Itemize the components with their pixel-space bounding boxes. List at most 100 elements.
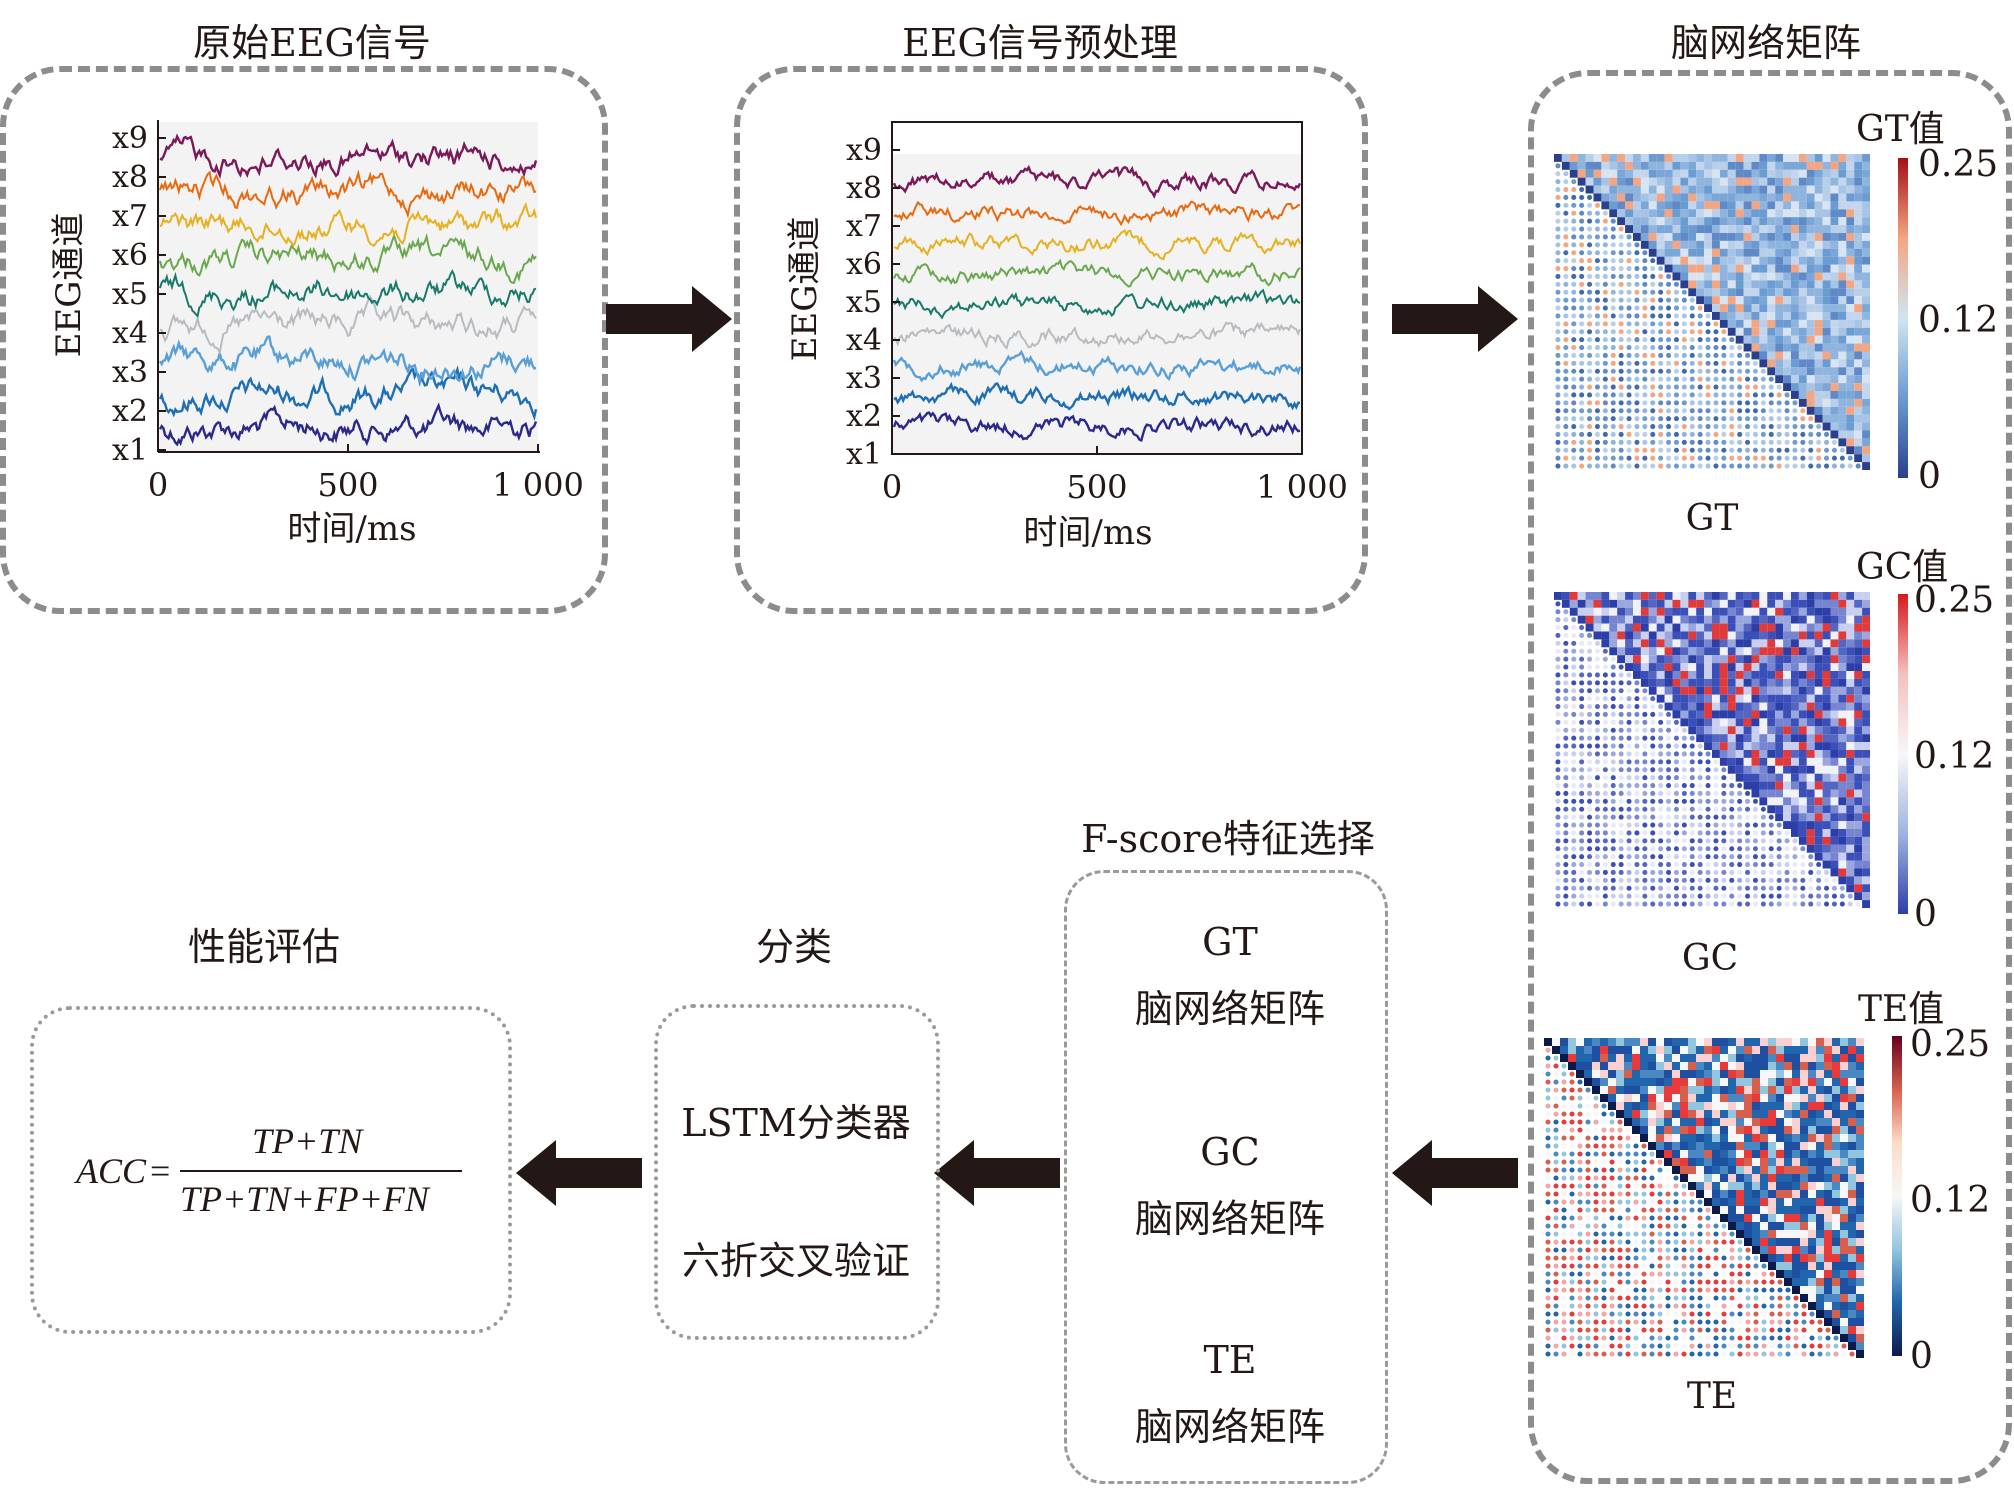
mat-gc-cell (1743, 734, 1752, 743)
mat-gc-cell (1571, 688, 1577, 694)
mat-gc-cell (1618, 783, 1624, 789)
mat-gc-cell (1587, 711, 1593, 717)
mat-te-cell (1832, 1182, 1840, 1190)
mat-gt-cell (1776, 416, 1782, 422)
mat-te-cell (1673, 1255, 1679, 1261)
mat-gt-cell (1822, 154, 1831, 162)
mat-gt-cell (1847, 455, 1853, 461)
mat-te-cell (1808, 1294, 1816, 1302)
mat-gc-cell (1798, 797, 1807, 806)
brain-network-title: 脑网络矩阵 (1670, 21, 1862, 65)
mat-te-cell (1681, 1199, 1687, 1205)
mat-gt-cell (1775, 335, 1784, 344)
mat-te-cell (1760, 1054, 1768, 1062)
mat-gc-cell (1735, 599, 1744, 608)
mat-gt-cell (1626, 329, 1632, 335)
mat-gc-cell (1830, 868, 1839, 877)
mat-gc-cell (1713, 862, 1719, 868)
mat-gt-cell (1759, 312, 1768, 320)
mat-te-cell (1632, 1086, 1640, 1094)
mat-te-cell (1768, 1070, 1776, 1078)
mat-gt-cell (1555, 210, 1561, 216)
mat-gt-cell (1838, 383, 1847, 391)
mat-te-cell (1728, 1174, 1736, 1182)
mat-gc-cell (1579, 625, 1585, 631)
mat-te-cell (1553, 1239, 1559, 1245)
mat-gc-cell (1648, 623, 1657, 632)
p2-series-trace-9 (892, 164, 1302, 199)
mat-gc-cell (1587, 798, 1593, 804)
mat-gt-cell (1776, 447, 1782, 453)
mat-te-cell (1776, 1102, 1784, 1110)
mat-gt-cell (1626, 289, 1632, 295)
mat-te-cell (1665, 1199, 1671, 1205)
mat-gc-cell (1610, 783, 1616, 789)
mat-gt-cell (1563, 234, 1569, 240)
mat-te-cell (1640, 1134, 1648, 1142)
mat-gc-cell (1822, 599, 1831, 608)
mat-te-cell (1689, 1287, 1695, 1293)
mat-gc-cell (1721, 893, 1727, 899)
mat-gt-cell (1854, 185, 1863, 194)
mat-gc-cell (1634, 727, 1640, 733)
mat-gt-cell (1571, 297, 1577, 303)
mat-gt-cell (1735, 209, 1744, 218)
mat-gc-cell (1737, 885, 1743, 891)
mat-gt-cell (1830, 225, 1839, 233)
mat-te-cell (1761, 1279, 1767, 1285)
mat-gt-cell (1705, 455, 1711, 461)
mat-gt-cell (1727, 304, 1736, 312)
evaluate-title: 性能评估 (187, 925, 341, 969)
mat-gc-cell (1602, 877, 1608, 883)
mat-te-cell (1705, 1247, 1711, 1253)
mat-gt-cell (1689, 408, 1695, 414)
mat-te-cell (1624, 1054, 1632, 1062)
mat-gt-cell (1658, 368, 1664, 374)
mat-te-cell (1601, 1231, 1607, 1237)
mat-gc-cell (1862, 726, 1870, 735)
mat-gt-cell (1846, 233, 1855, 241)
mat-gc-cell (1824, 901, 1830, 907)
mat-gt-cell (1743, 327, 1752, 336)
mat-te-cell (1561, 1319, 1567, 1325)
mat-te-cell (1673, 1303, 1679, 1309)
mat-gc-cell (1822, 781, 1831, 790)
mat-gc-cell (1712, 671, 1720, 679)
mat-gc-cell (1656, 615, 1665, 624)
mat-gt-cell (1672, 272, 1681, 281)
mat-gc-cell (1579, 640, 1585, 646)
mat-te-cell (1800, 1294, 1808, 1302)
mat-gc-cell (1626, 846, 1632, 852)
mat-gt-cell (1791, 351, 1799, 360)
mat-te-cell (1672, 1126, 1680, 1134)
mat-gt-cell (1650, 392, 1656, 398)
mat-te-cell (1673, 1239, 1679, 1245)
mat-gc-cell (1806, 639, 1815, 648)
mat-gc-cell (1719, 647, 1728, 656)
mat-te-cell (1704, 1054, 1712, 1062)
mat-gt-cell (1798, 161, 1807, 170)
mat-gc-cell (1767, 694, 1776, 703)
mat-gc-cell (1610, 759, 1616, 765)
mat-gt-cell (1767, 304, 1776, 312)
mat-te-cell (1593, 1335, 1599, 1341)
mat-te-cell (1856, 1310, 1864, 1318)
mat-gc-cell (1696, 615, 1705, 624)
mat-gc-cell (1555, 838, 1561, 844)
mat-gc-cell (1587, 688, 1593, 694)
mat-gt-cell (1713, 376, 1719, 382)
mat-te-cell (1736, 1198, 1744, 1206)
mat-gc-cell (1751, 734, 1760, 743)
mat-te-cell (1792, 1150, 1800, 1158)
mat-te-cell (1593, 1191, 1599, 1197)
mat-gc-cell (1689, 830, 1695, 836)
mat-gc-cell (1579, 648, 1585, 654)
mat-gt-cell (1571, 273, 1577, 279)
mat-te-cell (1721, 1231, 1727, 1237)
mat-te-cell (1817, 1335, 1823, 1341)
mat-gt-cell (1800, 408, 1806, 414)
mat-gt-cell (1800, 424, 1806, 430)
mat-gc-cell (1689, 751, 1695, 757)
mat-gt-cell (1735, 335, 1744, 344)
mat-gc-cell (1775, 639, 1784, 648)
